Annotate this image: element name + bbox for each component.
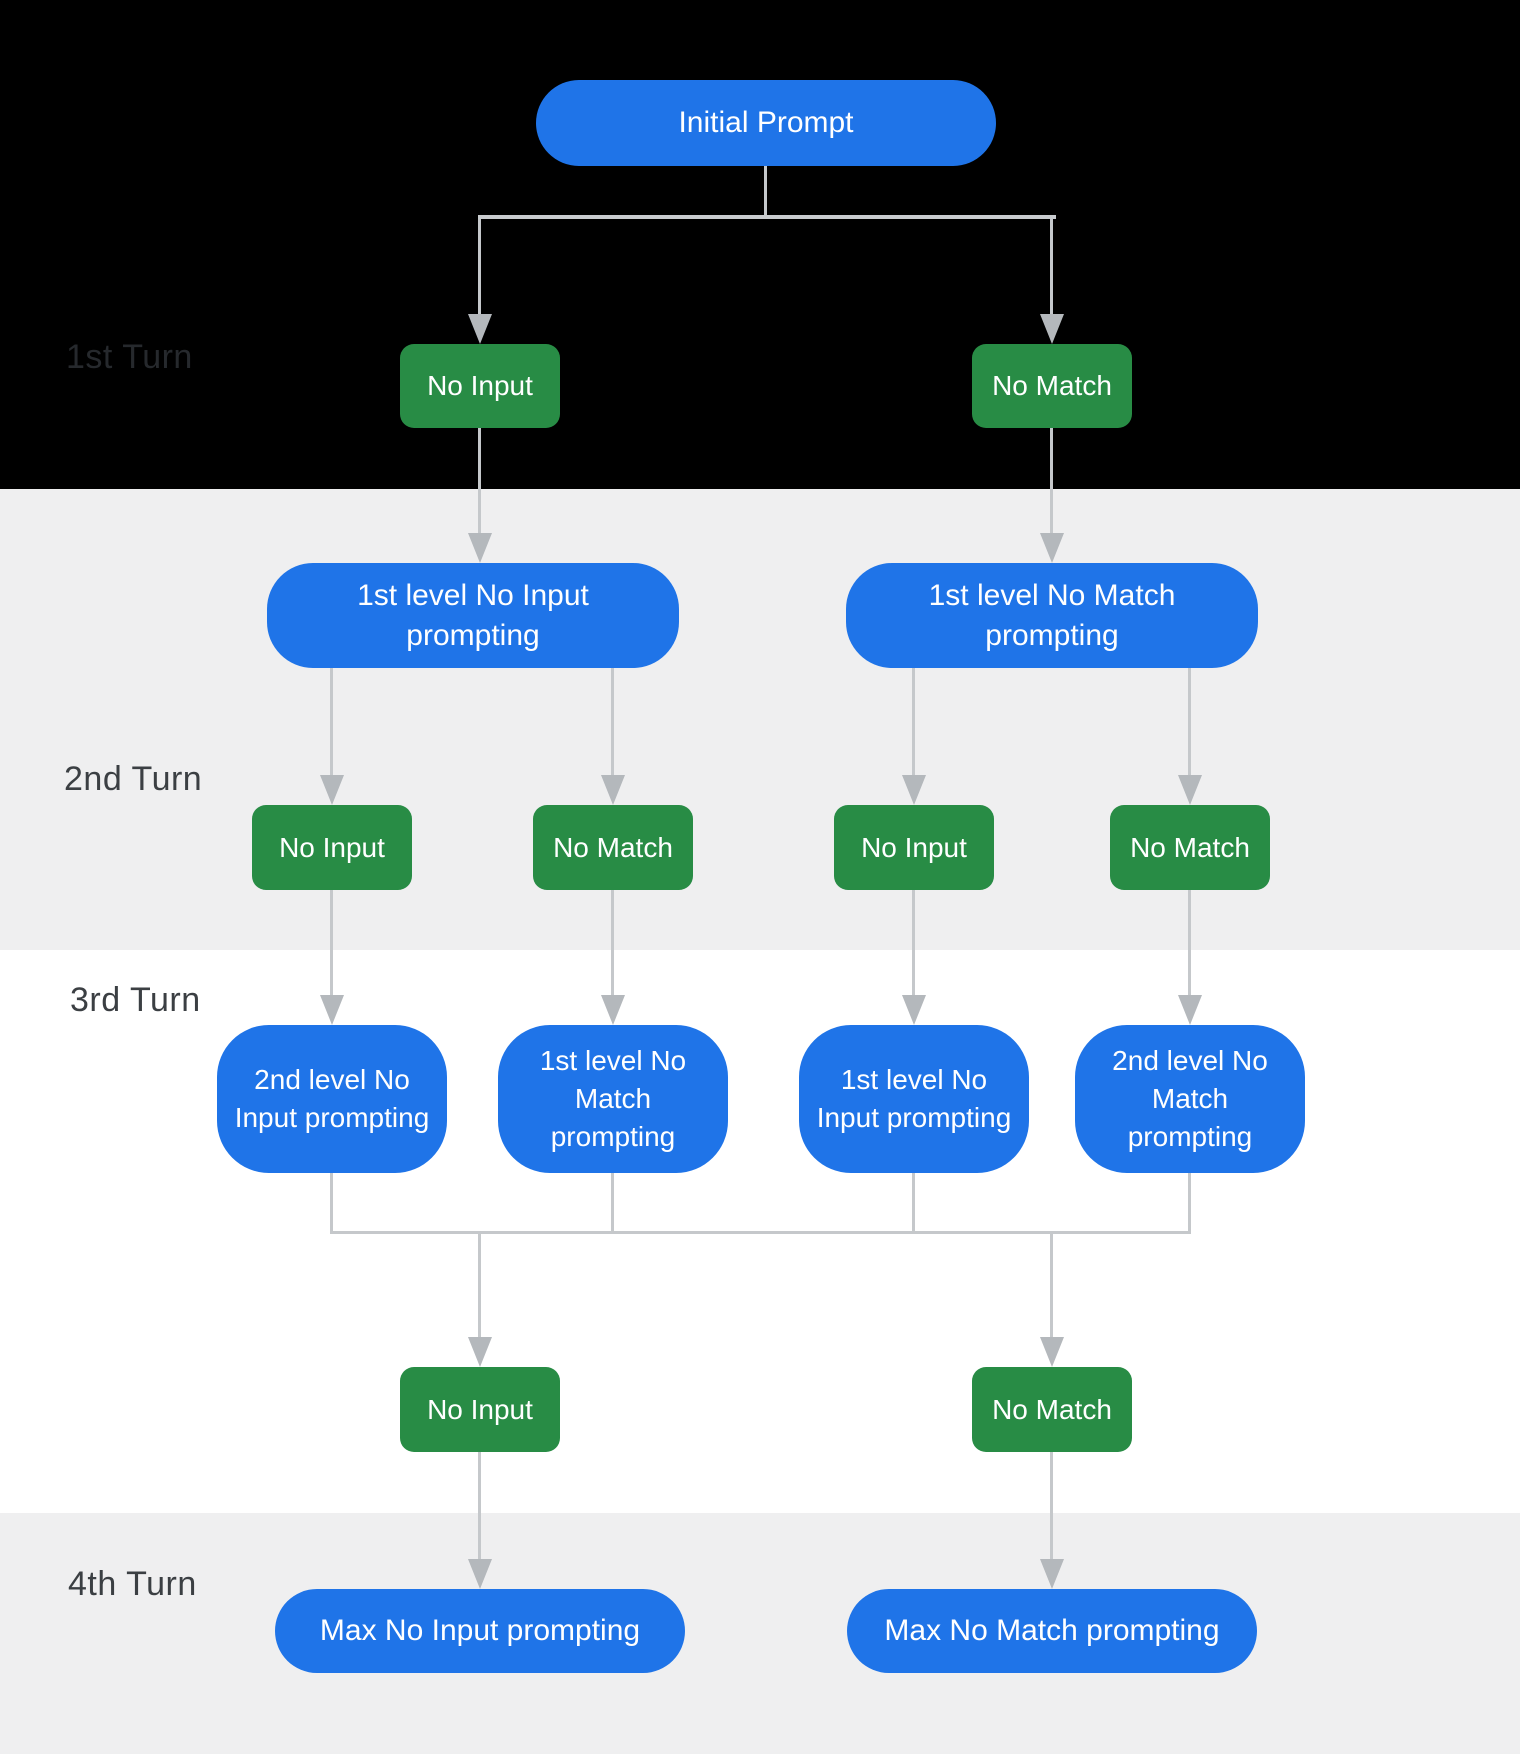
- node-t3-no-match: No Match: [972, 1367, 1132, 1452]
- connector-t1b-down: [1050, 428, 1053, 533]
- node-l2-no-match-prompting: 2nd level No Match prompting: [1075, 1025, 1305, 1173]
- connector-merge-left: [478, 1233, 481, 1337]
- arrowhead-icon: [1040, 314, 1064, 344]
- arrowhead-icon: [320, 995, 344, 1025]
- node-l1-no-input-prompting: 1st level No Input prompting: [267, 563, 679, 668]
- arrowhead-icon: [902, 995, 926, 1025]
- node-l1-no-match-prompting-2: 1st level No Match prompting: [498, 1025, 728, 1173]
- node-l1-no-match-prompting: 1st level No Match prompting: [846, 563, 1258, 668]
- node-t3-no-input: No Input: [400, 1367, 560, 1452]
- connector-branch-left: [478, 219, 481, 314]
- arrowhead-icon: [468, 314, 492, 344]
- connector-merge-right: [1050, 1233, 1053, 1337]
- connector-merge-bar: [330, 1231, 1191, 1234]
- connector-t3a-down: [478, 1452, 481, 1559]
- node-max-no-match-prompting: Max No Match prompting: [847, 1589, 1257, 1673]
- band-turn2: [0, 489, 1520, 950]
- node-l1-no-input-prompting-2: 1st level No Input prompting: [799, 1025, 1029, 1173]
- node-t1-no-match: No Match: [972, 344, 1132, 428]
- connector-branch-right: [1050, 219, 1053, 314]
- connector-l2-c2: [611, 668, 614, 775]
- arrowhead-icon: [601, 775, 625, 805]
- connector-t2-c4: [1188, 890, 1191, 995]
- band-turn4: [0, 1513, 1520, 1754]
- connector-t2-c2: [611, 890, 614, 995]
- arrowhead-icon: [468, 1559, 492, 1589]
- connector-branch-top: [478, 215, 1056, 219]
- label-turn-3: 3rd Turn: [70, 981, 201, 1019]
- node-t2-no-input-b: No Input: [834, 805, 994, 890]
- connector-l3-c3: [912, 1173, 915, 1233]
- arrowhead-icon: [601, 995, 625, 1025]
- arrowhead-icon: [1178, 775, 1202, 805]
- arrowhead-icon: [1040, 533, 1064, 563]
- connector-l3-c1: [330, 1173, 333, 1233]
- connector-t3b-down: [1050, 1452, 1053, 1559]
- node-l2-no-input-prompting: 2nd level No Input prompting: [217, 1025, 447, 1173]
- arrowhead-icon: [320, 775, 344, 805]
- connector-l2-c4: [1188, 668, 1191, 775]
- node-t2-no-match-a: No Match: [533, 805, 693, 890]
- connector-l3-c4: [1188, 1173, 1191, 1233]
- connector-l2-c1: [330, 668, 333, 775]
- arrowhead-icon: [1040, 1337, 1064, 1367]
- label-turn-2: 2nd Turn: [64, 760, 203, 798]
- connector-initial-stub: [764, 166, 767, 219]
- node-max-no-input-prompting: Max No Input prompting: [275, 1589, 685, 1673]
- connector-l2-c3: [912, 668, 915, 775]
- label-turn-4: 4th Turn: [68, 1565, 197, 1603]
- connector-t2-c1: [330, 890, 333, 995]
- node-t1-no-input: No Input: [400, 344, 560, 428]
- arrowhead-icon: [468, 533, 492, 563]
- node-t2-no-input-a: No Input: [252, 805, 412, 890]
- connector-l3-c2: [611, 1173, 614, 1233]
- label-turn-1: 1st Turn: [66, 338, 193, 376]
- connector-t1a-down: [478, 428, 481, 533]
- node-initial-prompt: Initial Prompt: [536, 80, 996, 166]
- arrowhead-icon: [1040, 1559, 1064, 1589]
- band-turn1: [0, 0, 1520, 489]
- arrowhead-icon: [468, 1337, 492, 1367]
- connector-t2-c3: [912, 890, 915, 995]
- arrowhead-icon: [1178, 995, 1202, 1025]
- node-t2-no-match-b: No Match: [1110, 805, 1270, 890]
- arrowhead-icon: [902, 775, 926, 805]
